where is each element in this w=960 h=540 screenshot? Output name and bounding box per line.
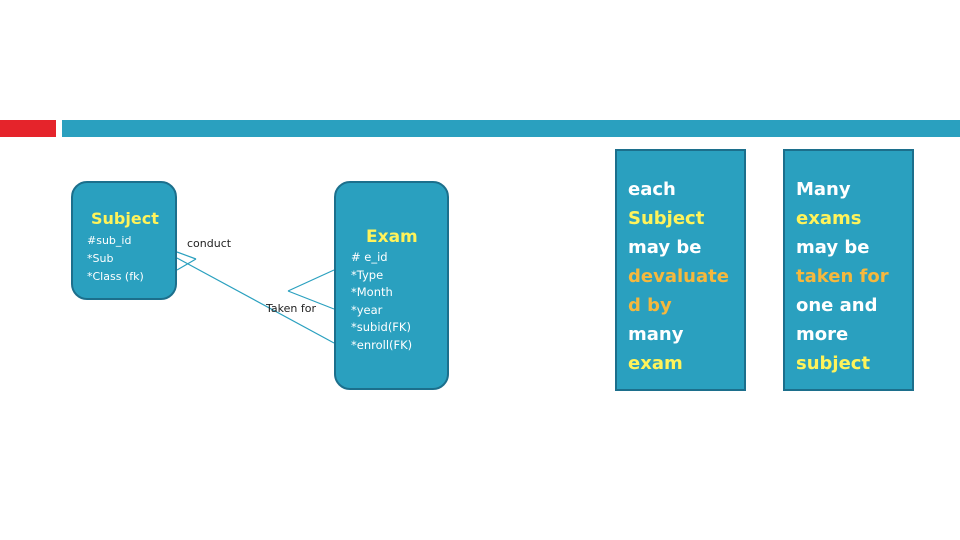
note-line: may be: [628, 237, 702, 258]
crowfoot-subject-bottom: [176, 258, 197, 271]
exam-entity[interactable]: Exam # e_id *Type *Month *year *subid(FK…: [334, 181, 449, 390]
relationship-label-taken-for: Taken for: [266, 302, 316, 315]
note-subject-to-exam: each Subject may be devaluate d by many …: [615, 149, 746, 391]
note-line: taken for: [796, 266, 889, 287]
exam-attributes: # e_id *Type *Month *year *subid(FK) *en…: [351, 249, 412, 354]
exam-attr: # e_id: [351, 250, 388, 264]
subject-title: Subject: [91, 209, 159, 228]
subject-attr: #sub_id: [87, 234, 132, 247]
relationship-label-conduct: conduct: [187, 237, 232, 250]
note-line: Subject: [628, 208, 705, 229]
crowfoot-exam-top: [287, 269, 335, 292]
exam-title: Exam: [366, 227, 418, 247]
subject-entity[interactable]: Subject #sub_id *Sub *Class (fk): [71, 181, 177, 300]
relationship-line: [176, 257, 335, 344]
note-line: each: [628, 179, 676, 200]
note-line: exams: [796, 208, 862, 229]
subject-attr: *Sub: [87, 252, 114, 265]
note-line: devaluate: [628, 266, 729, 287]
note-line: one and: [796, 295, 878, 316]
note-line: more: [796, 324, 849, 345]
note-line: Many: [796, 179, 851, 200]
exam-attr: *Month: [351, 285, 393, 299]
crowfoot-subject-top: [176, 251, 197, 260]
accent-bar-blue: [62, 120, 960, 137]
note-line: d by: [628, 295, 672, 316]
exam-attr: *enroll(FK): [351, 337, 413, 352]
subject-attr: *Class (fk): [87, 270, 144, 283]
note-line: subject: [796, 353, 871, 374]
subject-attributes: #sub_id *Sub *Class (fk): [87, 232, 144, 286]
crowfoot-exam-bottom: [287, 290, 335, 310]
accent-bar-red: [0, 120, 56, 137]
note-line: may be: [796, 237, 870, 258]
note-line: exam: [628, 353, 683, 374]
note-line: many: [628, 324, 684, 345]
exam-attr: *subid(FK): [351, 320, 411, 334]
note-exam-to-subject: Many exams may be taken for one and more…: [783, 149, 914, 391]
exam-attr: *Type: [351, 267, 384, 282]
exam-attr: *year: [351, 302, 383, 317]
